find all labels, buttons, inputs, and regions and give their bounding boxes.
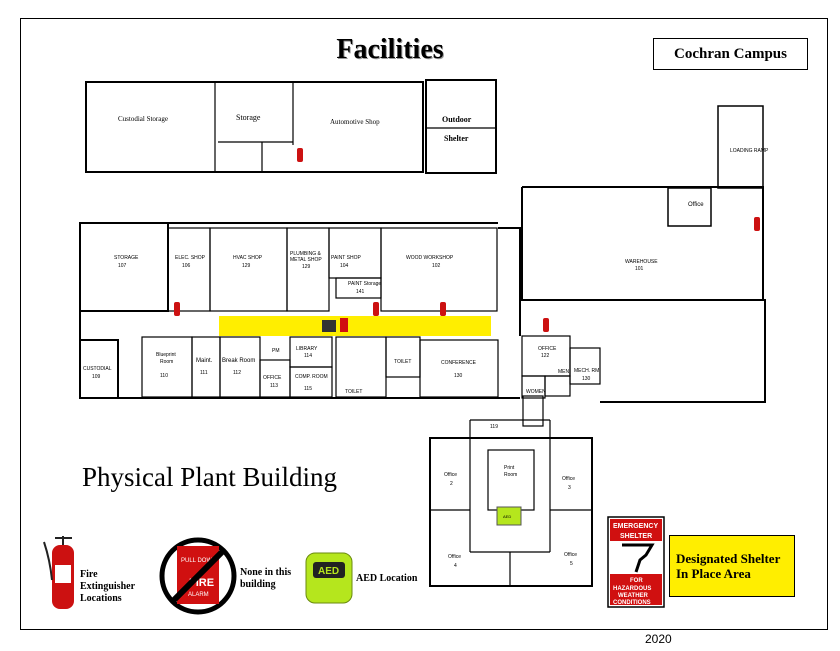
room-custodial-storage: Custodial Storage xyxy=(118,115,168,123)
room-custodial: CUSTODIAL xyxy=(83,366,112,372)
room-toilet-1: TOILET xyxy=(345,389,362,395)
year-label: 2020 xyxy=(645,632,672,646)
room-library: LIBRARY xyxy=(296,346,318,352)
room-paint-number: 104 xyxy=(340,263,349,269)
campus-label: Cochran Campus xyxy=(653,38,808,70)
room-storage: STORAGE xyxy=(114,255,139,261)
designated-shelter-legend: Designated Shelter In Place Area xyxy=(669,535,795,597)
room-mech: MECH. RM. xyxy=(574,368,601,374)
svg-text:PULL DOWN: PULL DOWN xyxy=(181,558,216,564)
legend-pull-station: PULL DOWN FIRE ALARM xyxy=(159,537,237,615)
room-office-4: Office xyxy=(448,554,461,560)
room-wood-number: 102 xyxy=(432,263,441,269)
room-maint: Maint. xyxy=(196,358,213,364)
outbuilding-outline xyxy=(85,81,424,173)
room-paint-storage-number: 141 xyxy=(356,289,365,295)
svg-text:EMERGENCY: EMERGENCY xyxy=(613,523,658,530)
room-hvac-number: 129 xyxy=(242,263,251,269)
room-automotive-shop: Automotive Shop xyxy=(330,118,380,126)
tornado-icon xyxy=(322,320,336,332)
room-break-number: 112 xyxy=(233,370,241,376)
room-office-3: Office xyxy=(562,476,575,482)
room-metal-shop: METAL SHOP xyxy=(290,257,322,263)
room-toilet-2: TOILET xyxy=(394,359,411,365)
room-paint-storage: PAINT Storage xyxy=(348,281,381,287)
room-library-number: 114 xyxy=(304,353,312,359)
room-conference-number: 130 xyxy=(454,373,463,379)
room-office-5: Office xyxy=(564,552,577,558)
legend-aed: AED xyxy=(305,552,353,604)
room-warehouse: WAREHOUSE xyxy=(625,259,658,265)
room-blueprint: Blueprint xyxy=(156,352,176,358)
room-comp-room: COMP. ROOM xyxy=(295,374,328,380)
legend-fire-extinguisher-label: Fire Extinguisher Locations xyxy=(80,569,135,604)
legend-fire-extinguisher xyxy=(43,536,74,609)
legend-emergency-shelter-sign: EMERGENCY SHELTER FOR HAZARDOUS WEATHER … xyxy=(607,516,665,608)
room-print: Print xyxy=(504,465,515,471)
svg-text:FOR: FOR xyxy=(630,578,643,584)
room-office-122: OFFICE xyxy=(538,346,557,352)
tornado-legend-icon xyxy=(622,543,655,573)
svg-text:CONDITIONS: CONDITIONS xyxy=(613,600,651,606)
fire-extinguisher-icon xyxy=(754,217,760,231)
outdoor-shelter-label: Shelter xyxy=(444,134,469,143)
room-mech-number: 130 xyxy=(582,376,591,382)
room-storage-number: 107 xyxy=(118,263,127,269)
svg-text:AED: AED xyxy=(318,566,339,577)
aed-icon xyxy=(496,506,522,526)
room-office-113: OFFICE xyxy=(263,375,282,381)
room-office-3-number: 3 xyxy=(568,485,571,491)
room-men: MEN xyxy=(558,369,570,375)
hall-number: 119 xyxy=(490,424,498,430)
room-office-top: Office xyxy=(688,202,704,208)
room-maint-number: 111 xyxy=(200,370,208,376)
room-blueprint-number: 110 xyxy=(160,373,168,379)
room-hvac-shop: HVAC SHOP xyxy=(233,255,263,261)
room-custodial-number: 109 xyxy=(92,374,101,380)
map-frame xyxy=(20,18,828,630)
room-office-5-number: 5 xyxy=(570,561,573,567)
room-office-122-number: 122 xyxy=(541,353,550,359)
room-pm: PM xyxy=(272,348,280,354)
fire-extinguisher-icon xyxy=(543,318,549,332)
svg-text:ALARM: ALARM xyxy=(188,592,209,598)
shelter-corridor xyxy=(219,316,491,336)
legend-none-label: None in this building xyxy=(240,567,292,590)
room-office-4-number: 4 xyxy=(454,563,457,569)
loading-ramp-label: LOADING RAMP xyxy=(730,148,769,154)
room-conference: CONFERENCE xyxy=(441,360,477,366)
building-name: Physical Plant Building xyxy=(82,462,338,492)
room-print-room: Room xyxy=(504,472,517,478)
room-blueprint-room: Room xyxy=(160,359,173,365)
room-office-113-number: 113 xyxy=(270,383,278,389)
room-office-2-number: 2 xyxy=(450,481,453,487)
aed-small-label: AED xyxy=(503,514,511,519)
room-elec-shop: ELEC. SHOP xyxy=(175,255,206,261)
room-wood-workshop: WOOD WORKSHOP xyxy=(406,255,454,261)
shelter-sign-icon xyxy=(340,318,348,332)
svg-text:WEATHER: WEATHER xyxy=(618,593,649,599)
room-plumbing: PLUMBING & xyxy=(290,251,322,257)
svg-text:HAZARDOUS: HAZARDOUS xyxy=(613,586,651,592)
room-women: WOMEN xyxy=(526,389,546,395)
room-comp-number: 115 xyxy=(304,386,312,392)
room-break-room: Break Room xyxy=(222,358,255,364)
fire-extinguisher-icon xyxy=(297,148,303,162)
fire-extinguisher-icon xyxy=(174,302,180,316)
room-plumbing-number: 129 xyxy=(302,264,311,270)
room-storage-out: Storage xyxy=(236,113,261,122)
fire-extinguisher-icons xyxy=(174,148,760,332)
room-elec-number: 106 xyxy=(182,263,191,269)
outdoor-label: Outdoor xyxy=(442,115,472,124)
room-warehouse-number: 101 xyxy=(635,266,644,272)
room-paint-shop: PAINT SHOP xyxy=(331,255,361,261)
fire-extinguisher-icon xyxy=(440,302,446,316)
legend-aed-label: AED Location xyxy=(356,573,418,584)
page-title: Facilities xyxy=(336,34,444,65)
room-office-2: Office xyxy=(444,472,457,478)
svg-text:SHELTER: SHELTER xyxy=(620,533,652,540)
fire-extinguisher-icon xyxy=(373,302,379,316)
